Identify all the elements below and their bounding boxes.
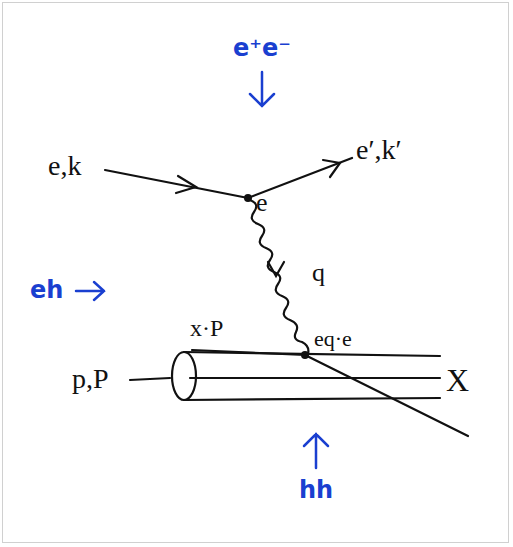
- proton-end: [172, 352, 196, 400]
- particle-label: e′,k′: [356, 136, 402, 164]
- process-label: hh: [299, 478, 333, 502]
- momentum-label: q: [312, 260, 325, 286]
- proton-incoming-line: [130, 378, 170, 380]
- blue-down-arrow: [250, 72, 274, 106]
- parton-line: [192, 350, 305, 355]
- charge-label: eq·e: [314, 328, 352, 350]
- electron-arrowhead: [323, 160, 340, 177]
- photon-line: [250, 200, 308, 354]
- photon-arrowhead: [268, 262, 284, 276]
- final-state-label: X: [446, 364, 469, 396]
- incoming-electron-line: [105, 170, 248, 198]
- vertex-dot: [244, 194, 252, 202]
- frame: [2, 2, 509, 543]
- vertex-label: e: [256, 190, 268, 216]
- struck-quark-line: [305, 355, 468, 436]
- particle-label: p,P: [72, 365, 109, 393]
- proton-tube-bottom: [184, 398, 440, 400]
- blue-up-arrow: [304, 434, 328, 468]
- process-label: eh: [30, 278, 63, 302]
- particle-label: e,k: [48, 152, 81, 180]
- proton-tube-top: [184, 352, 440, 356]
- process-label: e⁺e⁻: [233, 36, 291, 60]
- vertex-dot: [301, 351, 309, 359]
- proton-tube-middle: [190, 377, 440, 379]
- electron-arrowhead: [176, 176, 196, 193]
- momentum-label: x·P: [190, 316, 223, 340]
- blue-right-arrow: [76, 282, 104, 300]
